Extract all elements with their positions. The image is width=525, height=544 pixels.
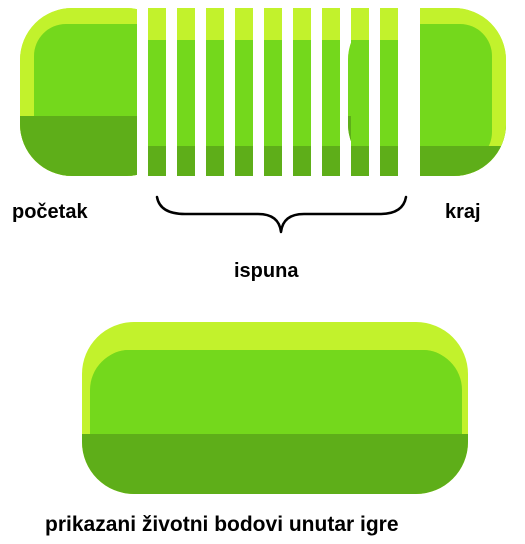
- fill-segment: [293, 8, 311, 176]
- fill-segment: [351, 8, 369, 176]
- label-end: kraj: [445, 201, 481, 223]
- label-start: početak: [12, 201, 88, 223]
- label-fill: ispuna: [234, 260, 299, 282]
- fill-segments: [148, 8, 398, 176]
- fill-segment: [235, 8, 253, 176]
- assembled-health-bar: [82, 322, 468, 494]
- fill-segment: [148, 8, 166, 176]
- fill-segment: [380, 8, 398, 176]
- caption: prikazani životni bodovi unutar igre: [45, 513, 399, 536]
- segment-gaps: [137, 0, 420, 184]
- fill-segment: [322, 8, 340, 176]
- bar-start-cap-front: [20, 8, 137, 176]
- fill-segment: [264, 8, 282, 176]
- brace: [155, 195, 408, 234]
- bar-end-cap-front: [420, 8, 506, 176]
- fill-segment: [206, 8, 224, 176]
- fill-segment: [177, 8, 195, 176]
